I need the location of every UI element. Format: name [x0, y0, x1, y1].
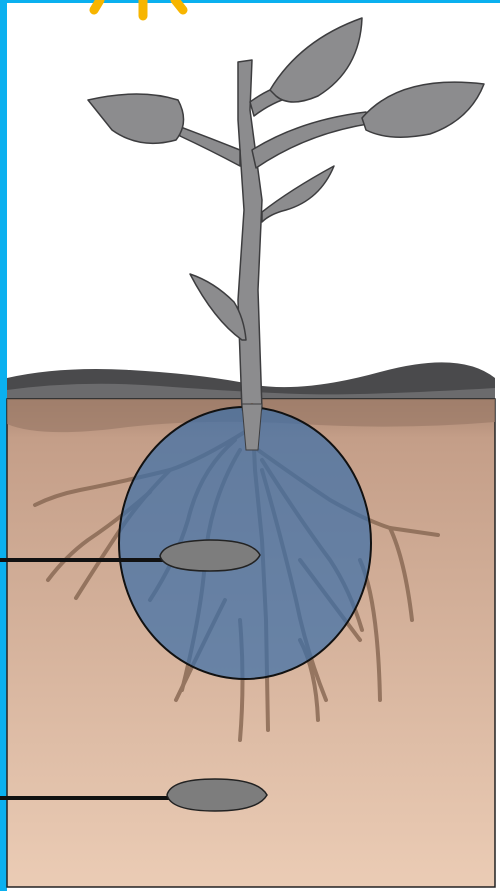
plant-icon: [88, 18, 484, 410]
left-frame-border: [0, 0, 7, 891]
soil-sensor-icon: [160, 540, 260, 571]
soil-sensor-icon: [167, 779, 267, 811]
root-zone-circle: [119, 407, 371, 679]
top-frame-border: [0, 0, 500, 3]
stem-base: [242, 404, 262, 450]
